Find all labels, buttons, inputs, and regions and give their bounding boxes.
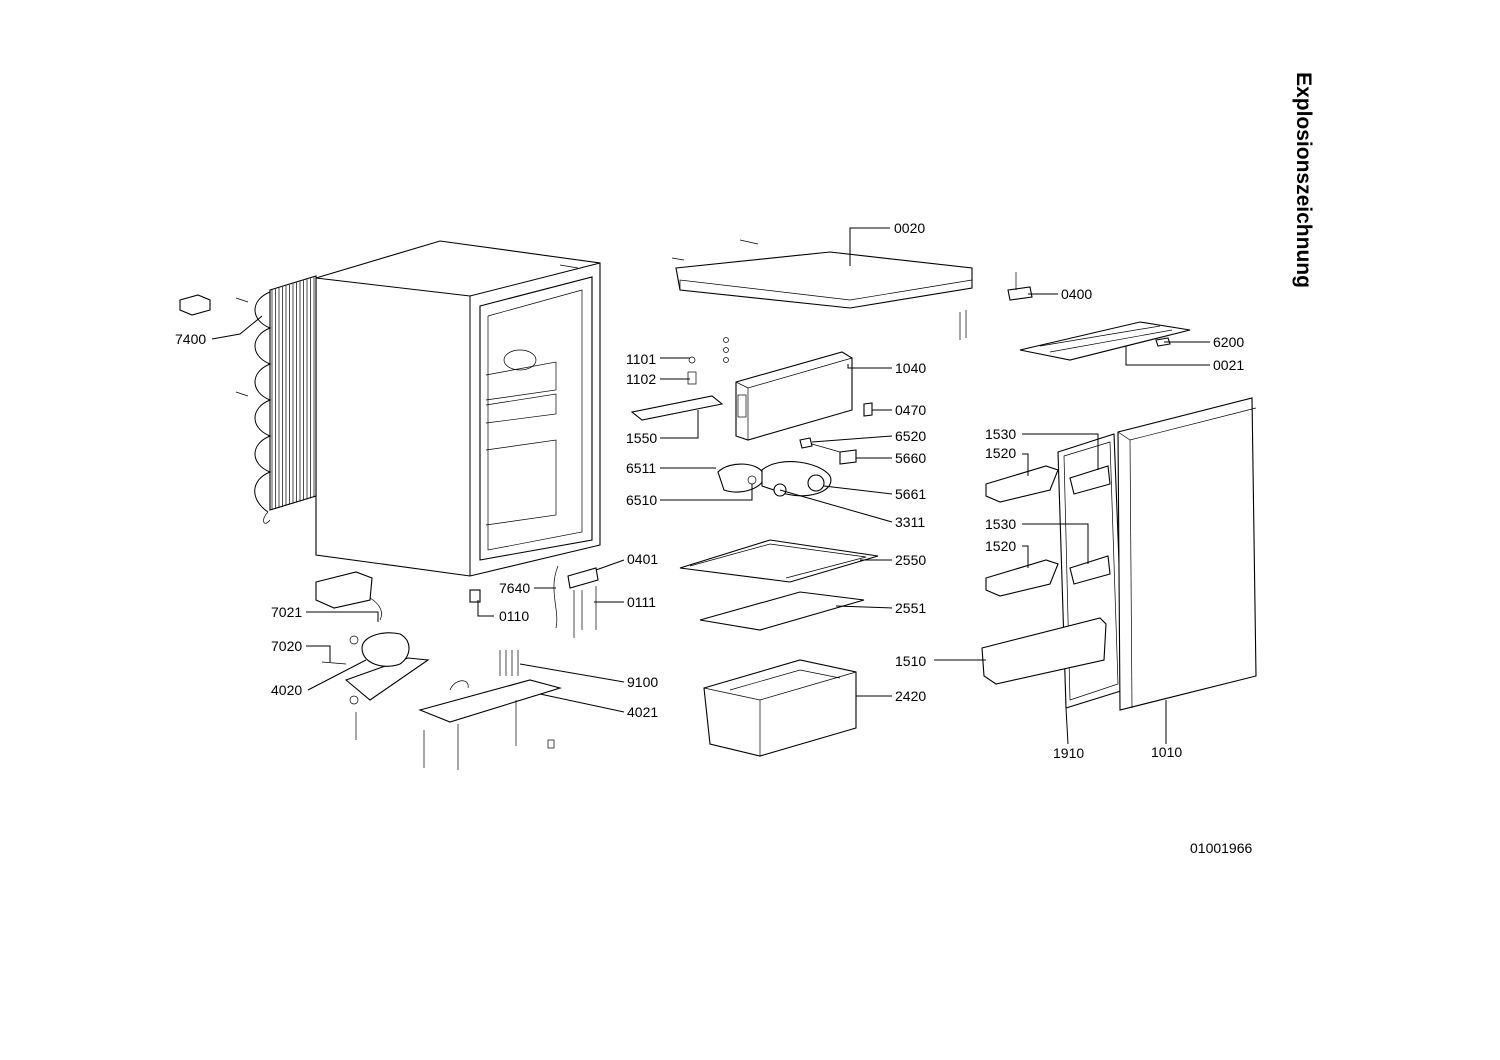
callout-5660: 5660 [895,450,926,466]
crisper-drawer [703,659,857,757]
compressor-assembly [315,571,430,740]
callout-1550: 1550 [626,430,657,446]
callout-1520-lower: 1520 [985,538,1016,554]
bracket-1550 [630,356,724,421]
condenser-coil [254,275,317,524]
door-bins [981,465,1111,685]
callout-2420: 2420 [895,688,926,704]
screws-9100 [499,650,519,676]
lamp-housing [717,437,857,497]
callout-0020: 0020 [894,220,925,236]
callout-1101: 1101 [626,351,656,367]
callout-3311: 3311 [895,514,925,530]
callout-6520: 6520 [895,428,926,444]
clip-7400 [179,294,249,397]
callout-1040: 1040 [895,360,926,376]
callout-6200: 6200 [1213,334,1244,350]
callout-2551: 2551 [895,600,926,616]
callout-1520-upper: 1520 [985,445,1016,461]
top-hinge [959,272,1033,340]
callout-1510: 1510 [895,653,926,669]
callout-4020: 4020 [271,682,302,698]
callout-labels: 0020 0400 6200 0021 1040 0470 1101 1102 … [175,220,1244,761]
callout-1102: 1102 [626,371,656,387]
control-box [723,337,873,441]
callout-6510: 6510 [626,492,657,508]
glass-shelf-2550 [679,539,879,583]
callout-1530-upper: 1530 [985,426,1016,442]
callout-0021: 0021 [1213,357,1244,373]
door [1117,397,1257,711]
callout-6511: 6511 [626,460,656,476]
callout-1010: 1010 [1151,744,1182,760]
top-cover [671,239,973,309]
callout-7400: 7400 [175,331,206,347]
callout-0400: 0400 [1061,286,1092,302]
callout-9100: 9100 [627,674,658,690]
callout-4021: 4021 [627,704,658,720]
callout-1530-lower: 1530 [985,516,1016,532]
callout-7020: 7020 [271,638,302,654]
callout-1910: 1910 [1053,745,1084,761]
callout-0401: 0401 [627,551,658,567]
glass-shelf-2551 [699,591,865,631]
bottom-hinge [469,565,599,638]
base-plate [418,679,562,770]
callout-7021: 7021 [271,604,302,620]
leader-lines [211,227,1210,745]
callout-0110: 0110 [499,608,529,624]
callout-5661: 5661 [895,486,926,502]
cabinet-body [315,240,601,577]
callout-2550: 2550 [895,552,926,568]
callout-0111: 0111 [627,594,656,610]
callout-0470: 0470 [895,402,926,418]
document-number: 01001966 [1190,840,1253,856]
callout-7640: 7640 [499,580,530,596]
evaporator-plate [1019,321,1191,361]
